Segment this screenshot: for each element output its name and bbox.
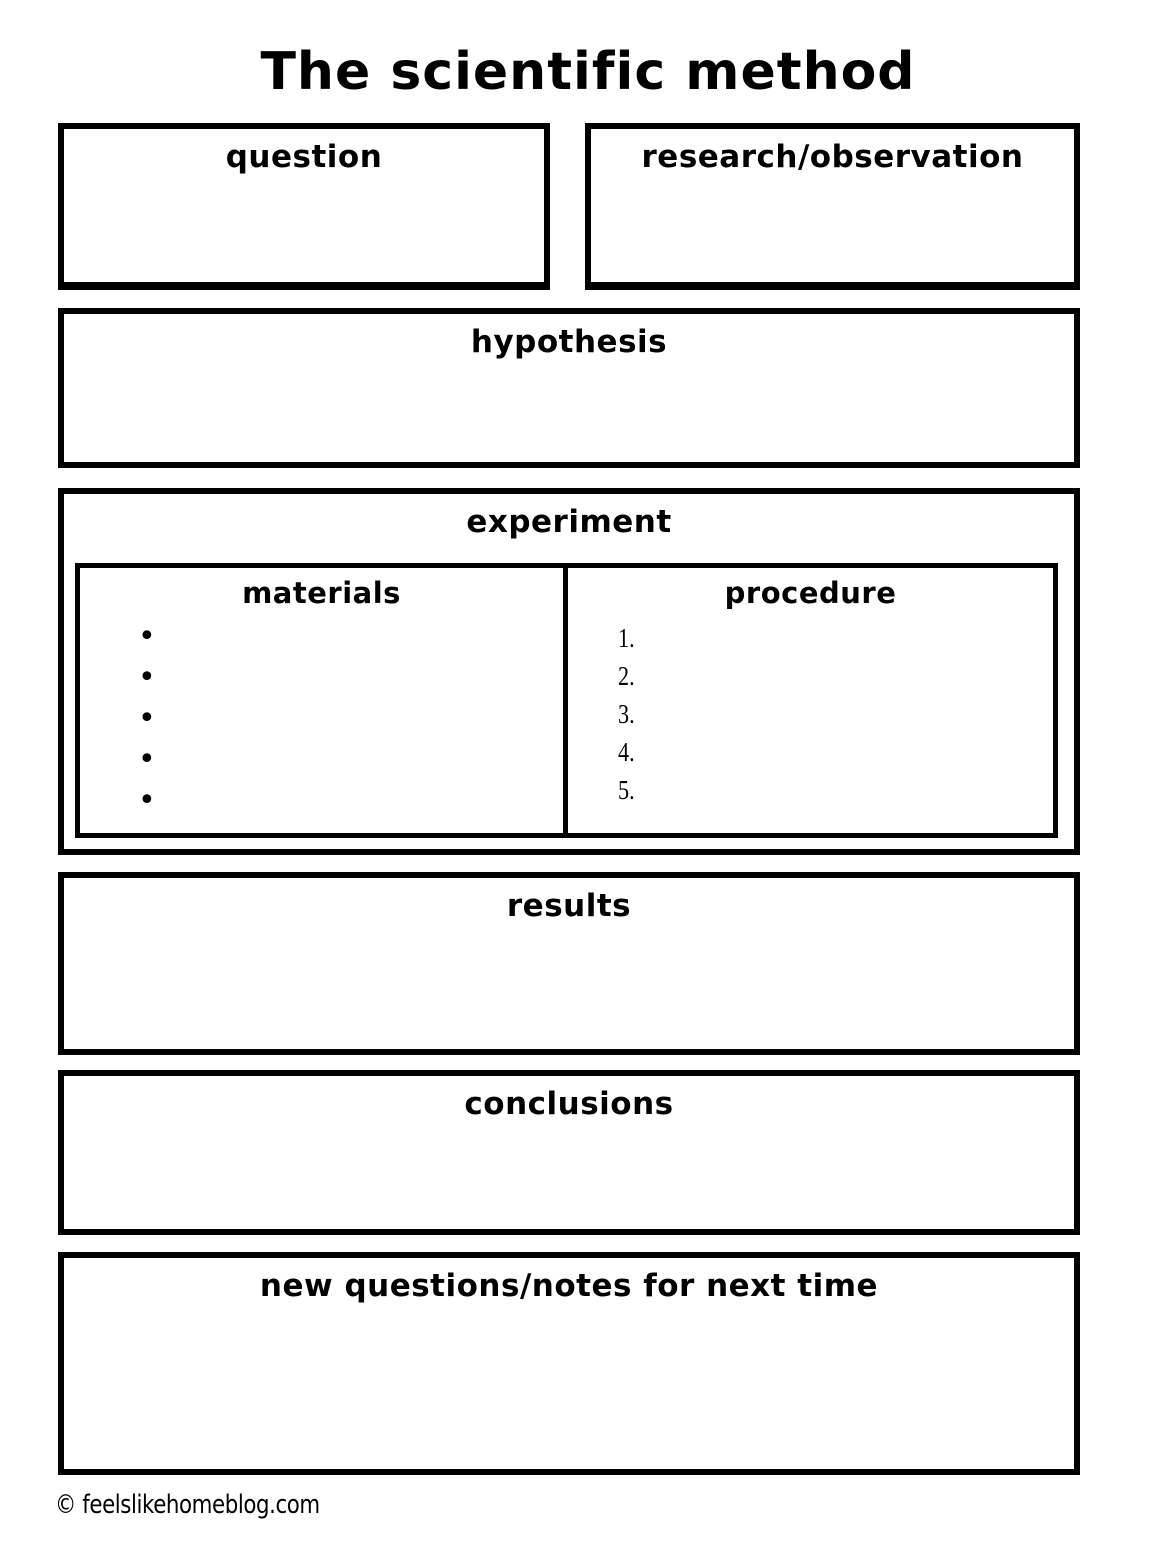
procedure-number: 1. [618, 623, 635, 653]
bullet-icon: • [138, 660, 156, 695]
materials-column: materials • • • • • [80, 568, 568, 833]
procedure-label: procedure [724, 576, 897, 610]
research-observation-box: research/observation [585, 123, 1080, 290]
procedure-number: 2. [618, 661, 635, 691]
page-title: The scientific method [260, 42, 916, 102]
procedure-number: 5. [618, 775, 635, 805]
bullet-icon: • [138, 619, 156, 654]
hypothesis-box: hypothesis [58, 308, 1080, 468]
experiment-box: experiment materials • • • • • procedure… [58, 488, 1080, 855]
procedure-number: 4. [618, 737, 635, 767]
procedure-number-list: 1. 2. 3. 4. 5. [568, 624, 1053, 805]
materials-label: materials [242, 576, 401, 610]
bullet-icon: • [138, 742, 156, 777]
results-label: results [506, 888, 632, 924]
procedure-number: 3. [618, 699, 635, 729]
question-label: question [225, 139, 383, 175]
procedure-column: procedure 1. 2. 3. 4. 5. [568, 568, 1053, 833]
bullet-icon: • [138, 701, 156, 736]
experiment-inner-box: materials • • • • • procedure 1. 2. 3. 4… [75, 563, 1058, 838]
hypothesis-label: hypothesis [470, 324, 668, 360]
materials-bullet-list: • • • • • [80, 619, 563, 818]
new-questions-label: new questions/notes for next time [259, 1268, 879, 1304]
conclusions-label: conclusions [464, 1086, 674, 1122]
conclusions-box: conclusions [58, 1070, 1080, 1235]
bullet-icon: • [138, 783, 156, 818]
research-observation-label: research/observation [641, 139, 1024, 175]
footer-credit: © feelslikehomeblog.com [55, 1490, 320, 1520]
experiment-label: experiment [466, 504, 672, 540]
new-questions-box: new questions/notes for next time [58, 1252, 1080, 1475]
results-box: results [58, 872, 1080, 1055]
question-box: question [58, 123, 550, 290]
